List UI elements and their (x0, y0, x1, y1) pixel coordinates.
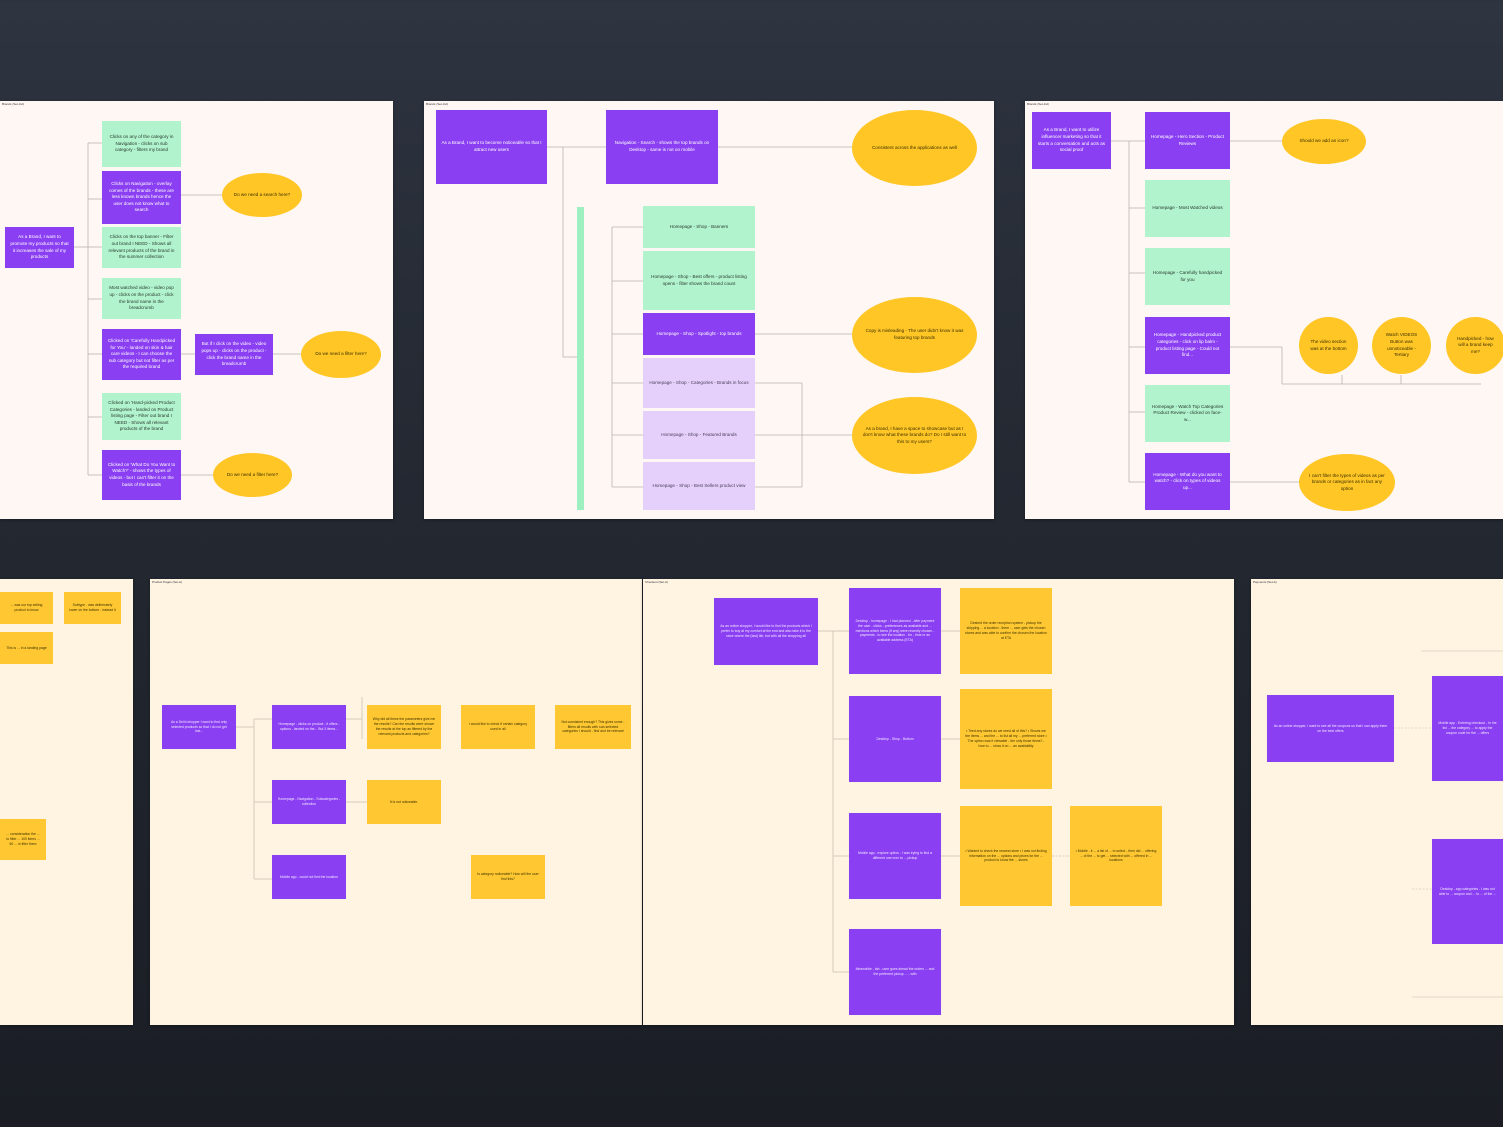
board-payments: Payments (Set-A) As an online shopper, I… (1251, 579, 1503, 1025)
board-notes-partial: ... was our top selling product to know … (0, 579, 133, 1025)
flow-step[interactable]: Mobile app - Entering checkout - In the … (1432, 676, 1503, 781)
root-user-story[interactable]: As a Brand, I want to utilize influencer… (1032, 112, 1111, 169)
question-bubble[interactable]: Do we need a filter here? (301, 331, 381, 378)
sticky-note[interactable]: Is category noticeable? How will the use… (471, 855, 545, 899)
sticky-note[interactable]: I would like to check if certain categor… (461, 705, 535, 749)
comment-bubble[interactable]: As a brand, I have a space to showcase b… (852, 397, 977, 474)
flow-step[interactable]: Homepage - Shop - Best offers - product … (643, 251, 755, 310)
root-user-story[interactable]: As an online shopper, I would like to fi… (714, 598, 818, 665)
flow-step[interactable]: Clicks on the top banner - Filter out br… (102, 227, 181, 268)
root-user-story[interactable]: As a Brand, I want to become noticeable … (436, 110, 547, 184)
comment-bubble[interactable]: Consistent across the applications as we… (852, 110, 977, 186)
flow-step[interactable]: Meanwhile - tab - user goes ahead the or… (849, 929, 941, 1015)
root-user-story[interactable]: As an online shopper, I want to see all … (1267, 695, 1394, 762)
flow-step[interactable]: Homepage - Navigation - Subcategories - … (272, 780, 346, 824)
question-bubble[interactable]: Do we need a search here? (222, 173, 302, 217)
board-brands-promote: Brands (Set-Ind) As a Brand, I want to p… (0, 101, 393, 519)
board-brands-noticeable: Brands (Set-Ind) As a Brand, I want to b… (424, 101, 994, 519)
board-checkout: Checkout (Set-A) As an online shopper, I… (643, 579, 1234, 1025)
root-user-story[interactable]: As a Brand, I want to promote my product… (5, 227, 74, 268)
flow-step[interactable]: Clicked on 'What Do You Want to Watch?' … (102, 450, 181, 500)
flow-step[interactable]: Homepage - Shop - Spotlight - top brands (643, 313, 755, 355)
group-indicator-bar (577, 207, 584, 510)
flow-step[interactable]: Clicked on 'Hand-picked Product Categori… (102, 393, 181, 440)
flow-step[interactable]: Clicks on any of the category in Navigat… (102, 121, 181, 167)
sticky-note[interactable]: • Mobile - it ... a list of ... to selec… (1070, 806, 1162, 906)
flow-step[interactable]: Homepage - What do you want to watch? - … (1145, 453, 1230, 510)
board-title: Payments (Set-A) (1253, 580, 1277, 584)
question-bubble[interactable]: I can't filter the types of videos as pe… (1299, 454, 1395, 511)
board-title: Brands (Set-Ind) (1027, 102, 1050, 106)
sticky-note[interactable]: • Tried any stores do we need all of thi… (960, 689, 1052, 789)
flow-step[interactable]: Homepage - Hero Section - Product Review… (1145, 112, 1230, 169)
board-title: Brands (Set-Ind) (2, 102, 25, 106)
sticky-note[interactable]: ... was our top selling product to know (0, 592, 53, 624)
sticky-note[interactable]: ... consideration the ... to filter ... … (0, 819, 46, 860)
question-bubble[interactable]: Do we need a filter here? (213, 453, 292, 497)
board-product-pages: Product Pages (Set-A) As a Delhi shopper… (150, 579, 642, 1025)
sticky-note[interactable]: Subtype - was deliberately lower on the … (64, 592, 121, 624)
flow-substep[interactable]: But if I click on the video - video pops… (195, 334, 273, 375)
sticky-note[interactable]: It is not noticeable. (367, 780, 441, 824)
flow-step[interactable]: Desktop - Shop - Bottom (849, 696, 941, 782)
board-title: Product Pages (Set-A) (152, 580, 183, 584)
flow-step[interactable]: Most watched video - video pop up - clic… (102, 278, 181, 319)
question-bubble[interactable]: The video section was at the bottom (1299, 317, 1358, 374)
connector-lines (74, 142, 301, 476)
flow-step[interactable]: Homepage - Shop - Best Sellers product v… (643, 462, 755, 510)
sticky-note[interactable]: Why did all these the parameters give me… (367, 705, 441, 749)
sticky-note[interactable]: Desired the order reception system - pic… (960, 588, 1052, 674)
flow-step[interactable]: Mobile app - could not find the location (272, 855, 346, 899)
flow-step[interactable]: Homepage - Shop - Banners (643, 206, 755, 248)
sticky-note[interactable]: Not consistent enough? This gives some -… (555, 705, 631, 749)
flow-step[interactable]: Mobile app - explore option - I was tryi… (849, 813, 941, 899)
question-bubble[interactable]: Watch VIDEOS Button was unnoticeable - T… (1372, 317, 1431, 374)
flow-step[interactable]: Clicked on 'Carefully Handpicked for You… (102, 329, 181, 380)
sticky-note[interactable]: • Wanted to check the nearest store • I … (960, 806, 1052, 906)
flow-step[interactable]: Desktop - homepage - I had planned - aft… (849, 588, 941, 674)
flow-step[interactable]: Homepage - Most Watched videos (1145, 180, 1230, 237)
board-brands-influencer: Brands (Set-Ind) As a Brand, I want to u… (1025, 101, 1503, 519)
flow-step[interactable]: Desktop - app categories - I was not abl… (1432, 839, 1503, 944)
sticky-note[interactable]: This is ... in a landing page (0, 632, 53, 664)
flow-step[interactable]: Homepage - Shop - Featured Brands (643, 411, 755, 459)
flow-step[interactable]: Clicks on Navigation - overlay comes of … (102, 171, 181, 224)
flow-step[interactable]: Homepage - clicks on product - it offers… (272, 705, 346, 749)
connector-lines (1394, 650, 1503, 998)
board-title: Checkout (Set-A) (645, 580, 669, 584)
flow-step[interactable]: Homepage - Watch Top Categories Product … (1145, 385, 1230, 442)
nav-step[interactable]: Navigation - Search - shows the top bran… (606, 110, 718, 184)
flow-step[interactable]: Homepage - Carefully handpicked for you (1145, 248, 1230, 305)
question-bubble[interactable]: Handpicked - how will a brand keep me? (1446, 317, 1503, 374)
comment-bubble[interactable]: Copy is misleading - The user didn't kno… (852, 297, 977, 373)
root-user-story[interactable]: As a Delhi shopper I want to find only s… (162, 705, 236, 749)
board-title: Brands (Set-Ind) (426, 102, 449, 106)
question-bubble[interactable]: Should we add an icon? (1282, 119, 1366, 164)
flow-step[interactable]: Homepage - Shop - Categories - Brands in… (643, 358, 755, 408)
flow-step[interactable]: Homepage - Handpicked product categories… (1145, 317, 1230, 374)
